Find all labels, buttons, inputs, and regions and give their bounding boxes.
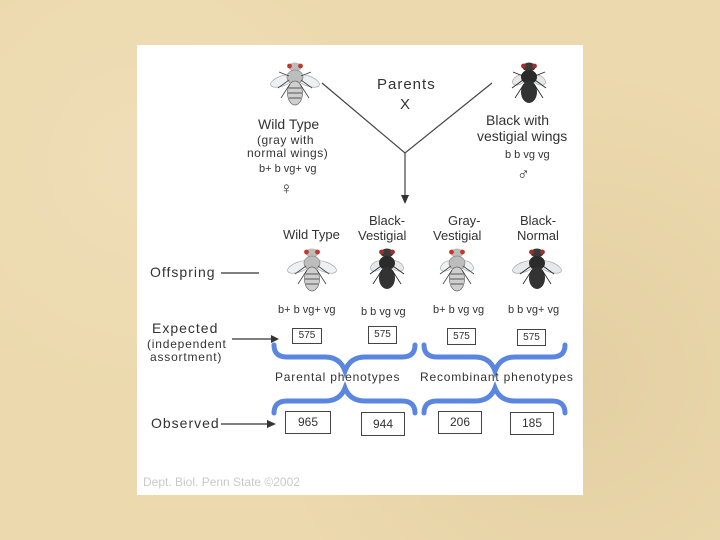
parent-female-fly-icon — [270, 62, 320, 106]
cross-symbol: X — [400, 96, 411, 113]
offspring-gray-vestigial-fly-icon — [439, 248, 475, 292]
credit: Dept. Biol. Penn State ©2002 — [143, 475, 300, 489]
observed-label: Observed — [151, 415, 220, 431]
female-parent-desc-1: (gray with — [257, 133, 315, 147]
male-parent-genotype: b b vg vg — [505, 149, 550, 161]
observed-value-2: 944 — [361, 412, 405, 436]
female-parent-genotype: b+ b vg+ vg — [259, 163, 317, 175]
offspring-2-name-1: Black- — [369, 213, 406, 228]
parent-male-fly-icon — [511, 62, 547, 103]
offspring-4-name-1: Black- — [520, 213, 557, 228]
cross-arrow-head — [401, 195, 409, 204]
female-sex-symbol: ♀ — [280, 179, 293, 198]
recombinant-brace-top — [421, 342, 568, 379]
expected-sub-1: (independent — [147, 337, 227, 351]
parents-label: Parents — [377, 76, 436, 93]
offspring-2-genotype: b b vg vg — [361, 306, 406, 318]
expected-value-4: 575 — [517, 329, 546, 346]
offspring-3-name-2: Vestigial — [433, 228, 482, 243]
expected-arrowhead — [271, 335, 279, 343]
male-sex-symbol: ♂ — [517, 165, 530, 184]
diagram-panel: Parents X Wild Type (gray with normal wi… — [137, 45, 583, 495]
recombinant-brace-bottom — [421, 381, 568, 416]
offspring-label: Offspring — [150, 264, 216, 280]
expected-value-1: 575 — [292, 328, 322, 344]
male-parent-name-2: vestigial wings — [477, 128, 568, 144]
parental-brace-bottom — [271, 381, 418, 416]
recombinant-phenotypes-label: Recombinant phenotypes — [420, 370, 574, 384]
female-parent-desc-2: normal wings) — [247, 146, 329, 160]
offspring-black-normal-fly-icon — [512, 248, 562, 289]
observed-value-1: 965 — [285, 411, 331, 434]
offspring-3-name-1: Gray- — [448, 213, 481, 228]
expected-value-2: 575 — [368, 326, 397, 344]
offspring-1-name: Wild Type — [283, 227, 340, 242]
observed-value-4: 185 — [510, 412, 554, 435]
offspring-black-vestigial-fly-icon — [369, 248, 405, 289]
observed-arrowhead — [267, 420, 276, 428]
offspring-4-genotype: b b vg+ vg — [508, 304, 560, 316]
male-parent-name-1: Black with — [486, 112, 550, 128]
female-parent-name: Wild Type — [258, 116, 320, 132]
offspring-1-genotype: b+ b vg+ vg — [278, 304, 336, 316]
expected-sub-2: assortment) — [150, 350, 223, 364]
expected-value-3: 575 — [447, 328, 476, 345]
offspring-4-name-2: Normal — [517, 228, 559, 243]
offspring-2-name-2: Vestigial — [358, 228, 407, 243]
cross-lines — [321, 82, 493, 154]
diagram-graphics — [221, 62, 568, 428]
parental-phenotypes-label: Parental phenotypes — [275, 370, 401, 384]
expected-label: Expected — [152, 320, 219, 336]
parental-brace-top — [271, 342, 418, 379]
offspring-3-genotype: b+ b vg vg — [433, 304, 485, 316]
offspring-wild-type-fly-icon — [287, 248, 337, 292]
observed-value-3: 206 — [438, 411, 482, 434]
